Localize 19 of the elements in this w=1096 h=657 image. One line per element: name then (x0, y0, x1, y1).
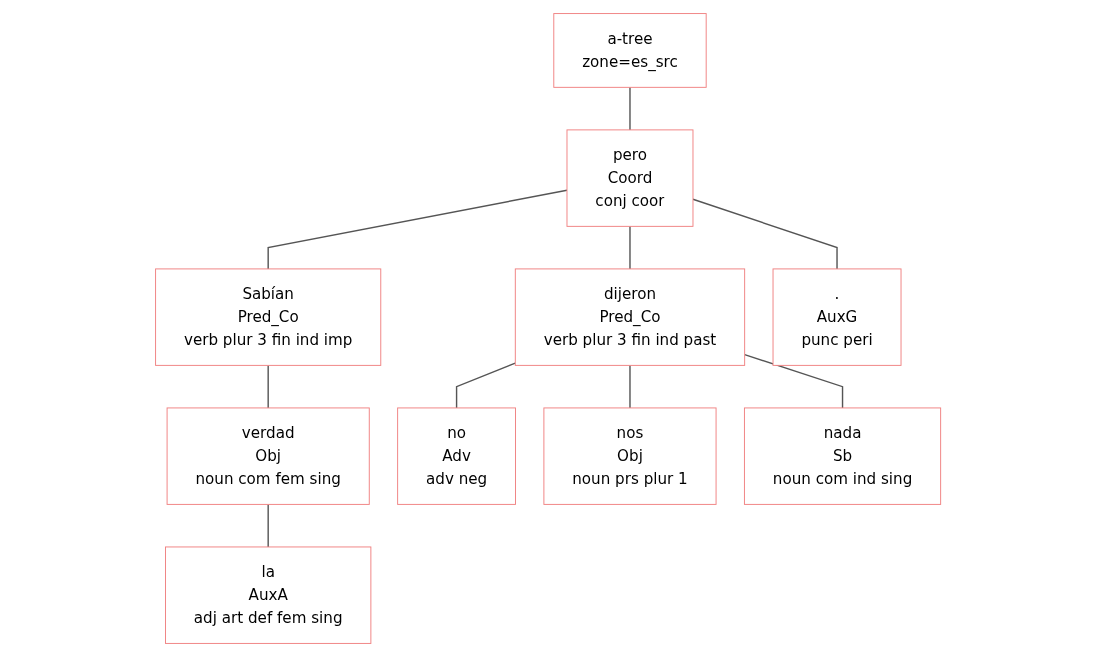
connector (455, 362, 516, 409)
node-box: a-tree zone=es_src (553, 13, 707, 88)
connector (267, 503, 269, 548)
connector (692, 198, 838, 270)
connector (267, 189, 568, 270)
connector (629, 364, 631, 409)
node-box: dijeron Pred_Co verb plur 3 fin ind past (514, 268, 746, 366)
node-box: . AuxG punc peri (772, 268, 902, 366)
node-box: nada Sb noun com ind sing (743, 407, 941, 505)
node-box: verdad Obj noun com fem sing (166, 407, 370, 505)
node-box: la AuxA adj art def fem sing (164, 546, 372, 644)
node-box: nos Obj noun prs plur 1 (543, 407, 717, 505)
node-box: pero Coord conj coor (566, 129, 694, 227)
connector (743, 353, 844, 409)
connector (629, 86, 631, 131)
node-box: Sabían Pred_Co verb plur 3 fin ind imp (155, 268, 382, 366)
connector (629, 225, 631, 270)
connector (267, 364, 269, 409)
node-box: no Adv adv neg (397, 407, 516, 505)
